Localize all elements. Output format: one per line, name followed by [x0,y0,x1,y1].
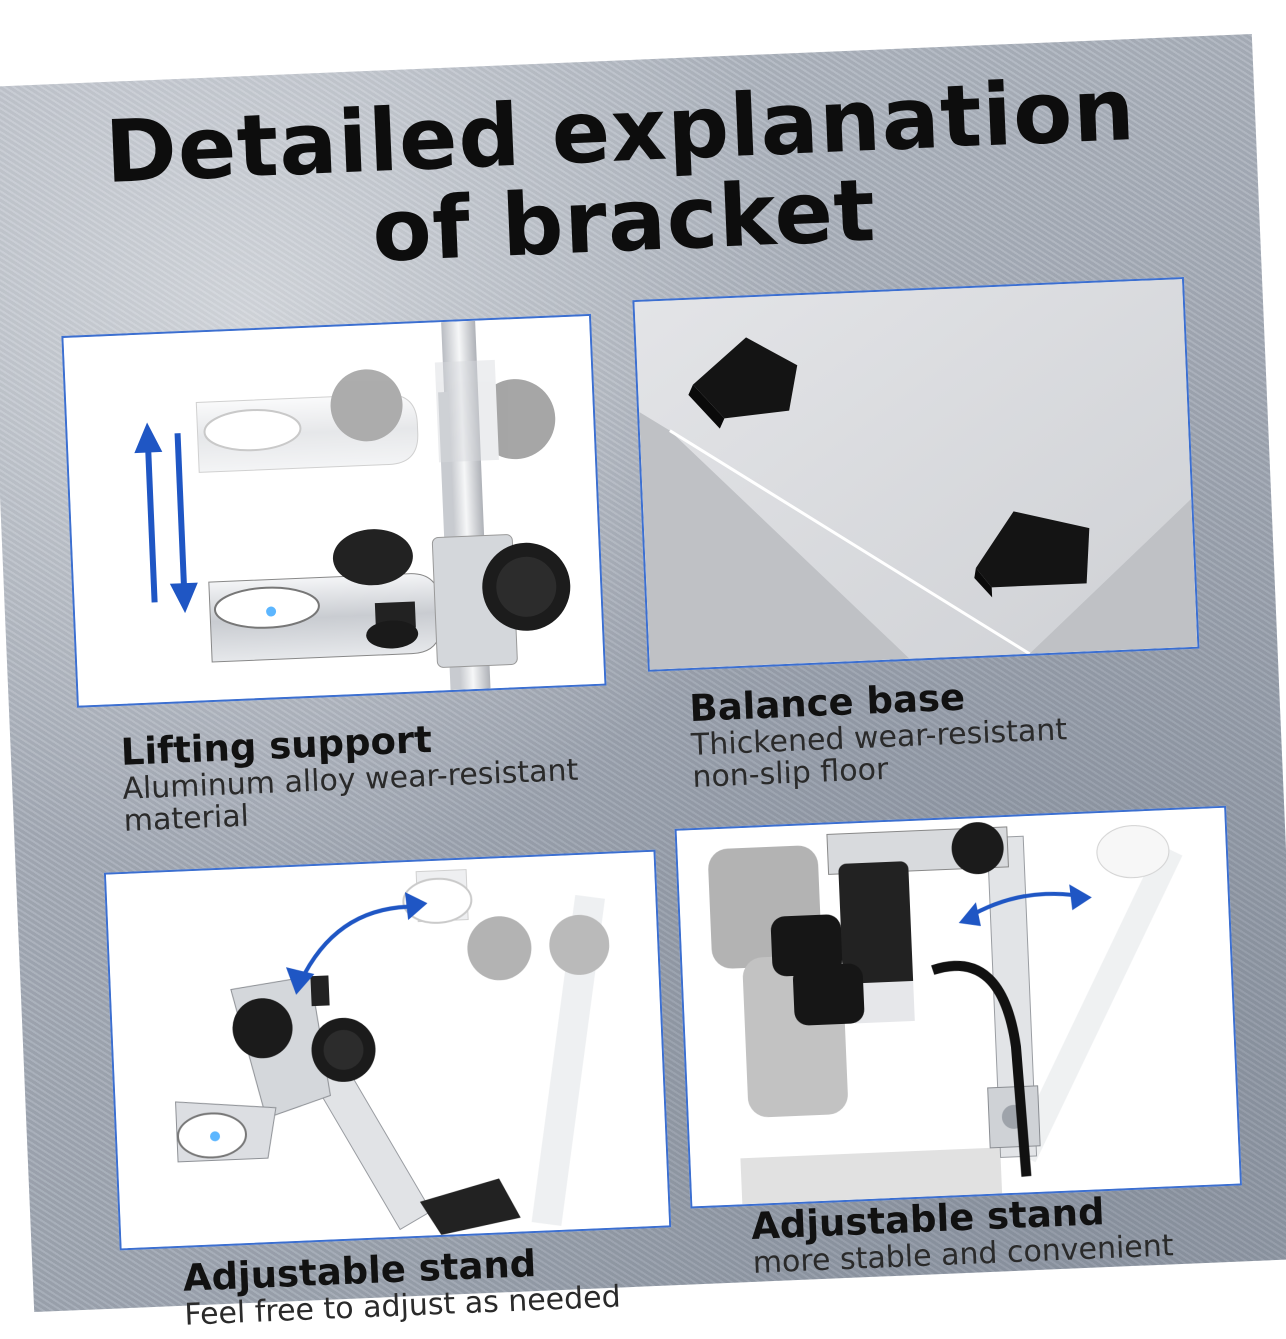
balance-base-description: Thickened wear-resistant non-slip floor [690,712,1068,796]
rubber-foot-upper [688,337,798,429]
lower-clamp [208,529,571,668]
upper-clamp [195,359,556,473]
balance-base-image [632,277,1200,672]
lifting-support-caption: Lifting support Aluminum alloy wear-resi… [120,710,644,839]
vertical-double-arrow-icon [134,422,198,614]
curved-double-arrow-icon [958,884,1092,927]
ghost-arm [402,869,610,1226]
lifting-support-image [61,313,607,708]
product-poster: Detailed explanation of bracket [0,33,1286,1333]
balance-base-caption: Balance base Thickened wear-resistant no… [689,671,1113,796]
adjustable-stand-left-caption: Adjustable stand Feel free to adjust as … [182,1236,705,1333]
page-title: Detailed explanation of bracket [0,60,1260,293]
main-arm [175,975,521,1235]
rubber-foot-lower [974,511,1090,598]
adjustable-stand-left-image [103,849,672,1251]
curved-double-arrow-icon [286,892,428,995]
adjustable-stand-right-image [674,805,1242,1209]
